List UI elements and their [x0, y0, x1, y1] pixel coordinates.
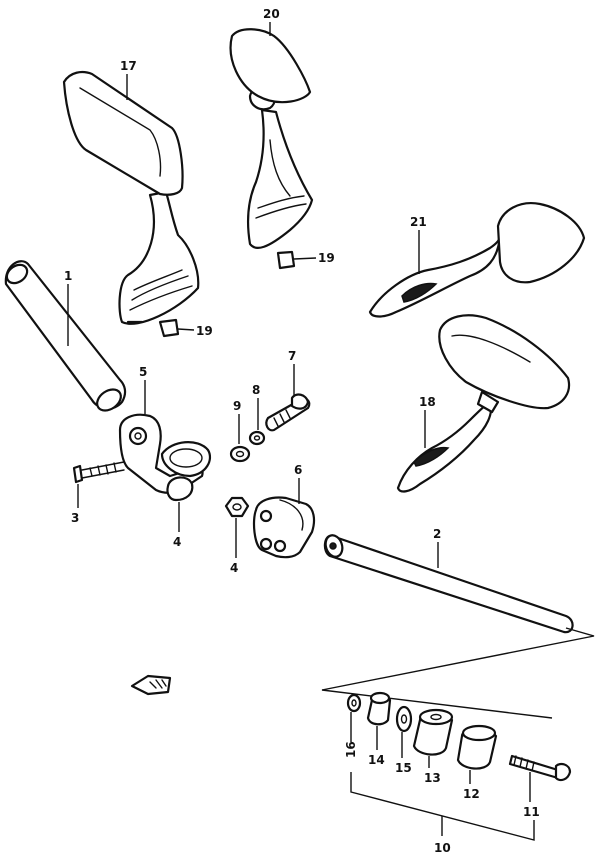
- clamp-cap-6: 6: [252, 463, 316, 559]
- nut-4-left: 4: [166, 476, 194, 549]
- mirror-18: 18: [396, 314, 571, 493]
- label-7: 7: [288, 349, 296, 363]
- weight-13: 13: [412, 708, 454, 785]
- label-3: 3: [71, 511, 79, 525]
- washer-16: 16: [344, 693, 362, 758]
- label-10: 10: [434, 841, 451, 855]
- label-6: 6: [294, 463, 302, 477]
- clip-19-upper: 19: [276, 250, 335, 270]
- handlebar-1: 1: [4, 260, 127, 412]
- label-4-left: 4: [173, 535, 181, 549]
- bolt-11: 11: [508, 754, 572, 819]
- front-arrow-icon: [130, 674, 172, 696]
- label-19-lower: 19: [196, 324, 213, 338]
- label-21: 21: [410, 215, 427, 229]
- handlebar-2: 2: [323, 527, 574, 634]
- label-15: 15: [395, 761, 412, 775]
- washer-8: 8: [248, 383, 266, 446]
- label-4-right: 4: [230, 561, 238, 575]
- label-19-upper: 19: [318, 251, 335, 265]
- label-12: 12: [463, 787, 480, 801]
- clamp-5: 5: [118, 365, 212, 494]
- washer-15: 15: [395, 705, 413, 775]
- nut-4-right: 4: [224, 496, 250, 575]
- label-8: 8: [252, 383, 260, 397]
- label-16: 16: [344, 741, 358, 758]
- label-5: 5: [139, 365, 147, 379]
- label-1: 1: [64, 269, 72, 283]
- assembly-10: 10: [350, 772, 535, 855]
- label-20: 20: [263, 7, 280, 21]
- label-18: 18: [419, 395, 436, 409]
- label-14: 14: [368, 753, 385, 767]
- bolt-7: 7: [265, 349, 311, 432]
- label-17: 17: [120, 59, 137, 73]
- mirror-17: 17: [62, 59, 200, 325]
- section-break-line: [321, 627, 595, 719]
- bolt-3: 3: [71, 461, 125, 525]
- label-9: 9: [233, 399, 241, 413]
- spacer-14: 14: [366, 691, 392, 767]
- label-2: 2: [433, 527, 441, 541]
- label-11: 11: [523, 805, 540, 819]
- label-13: 13: [424, 771, 441, 785]
- clip-19-lower: 19: [158, 318, 213, 338]
- mirror-20: 20: [229, 7, 314, 249]
- weight-12: 12: [456, 724, 498, 801]
- mirror-21: 21: [368, 202, 586, 318]
- washer-9: 9: [229, 399, 251, 463]
